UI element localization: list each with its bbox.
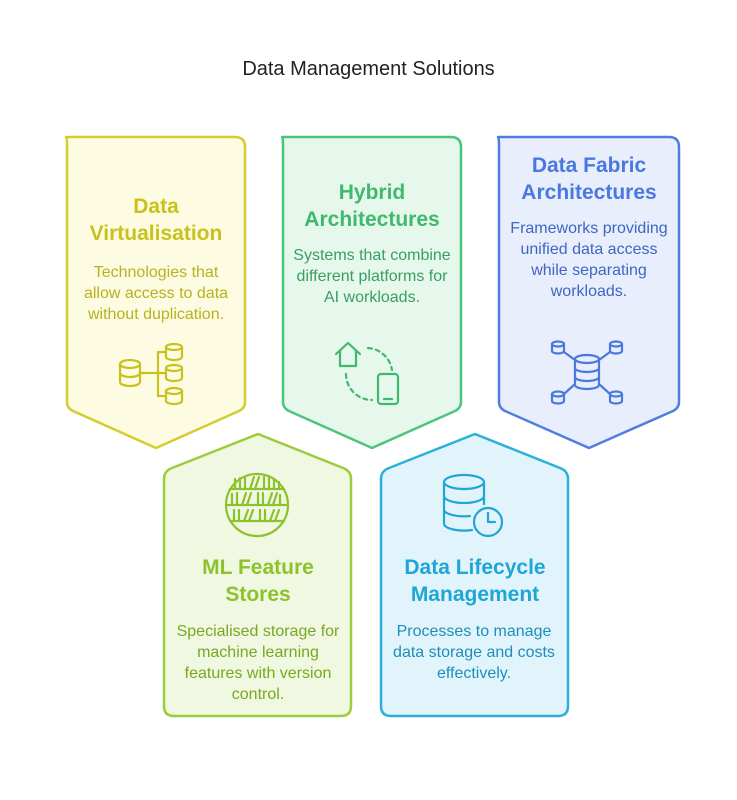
card-description-hybrid-architectures: Systems that combine different platforms… — [293, 247, 451, 306]
database-hub-icon — [550, 340, 624, 405]
card-title-data-fabric-architectures: Data Fabric Architectures — [521, 154, 657, 204]
card-description-ml-feature-stores: Specialised storage for machine learning… — [176, 623, 340, 703]
card-title-hybrid-architectures: Hybrid Architectures — [304, 181, 440, 231]
card-title-ml-feature-stores: ML Feature Stores — [202, 556, 314, 606]
database-network-icon — [118, 342, 184, 406]
card-description-data-fabric-architectures: Frameworks providing unified data access… — [510, 220, 668, 300]
database-clock-icon — [442, 473, 504, 538]
card-description-data-lifecycle-management: Processes to manage data storage and cos… — [393, 623, 555, 682]
card-title-data-virtualisation: Data Virtualisation — [89, 195, 223, 245]
card-description-data-virtualisation: Technologies that allow access to data w… — [83, 264, 229, 323]
home-to-phone-sync-icon — [334, 341, 400, 406]
card-title-data-lifecycle-management: Data Lifecycle Management — [404, 556, 546, 606]
bookshelf-icon — [224, 472, 290, 538]
page-title: Data Management Solutions — [242, 58, 495, 80]
